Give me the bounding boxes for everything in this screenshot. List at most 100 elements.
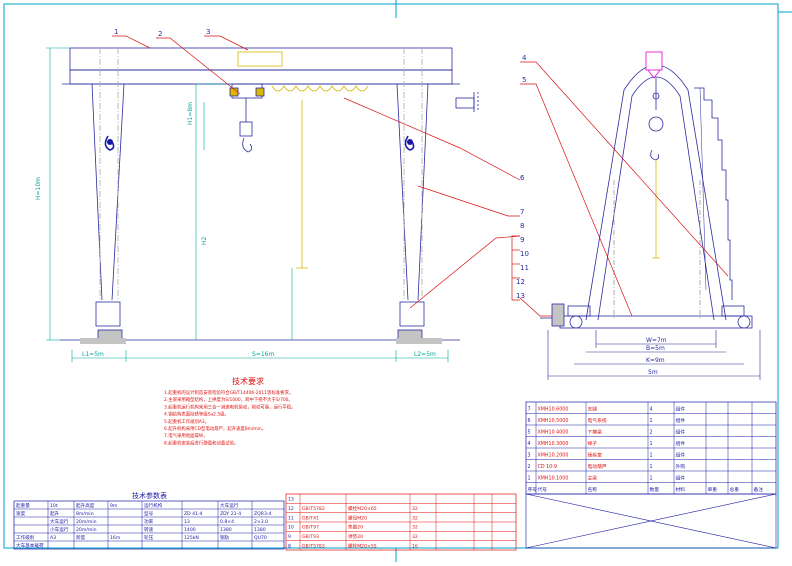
params-cell: 起重量	[16, 502, 30, 509]
bom-header-cell: 总重	[730, 486, 740, 493]
bom-cell: 1	[650, 441, 653, 447]
side-view	[540, 51, 753, 329]
params-cell: 起升高度	[76, 502, 95, 509]
tech-req-line: 3.起重机运行机构采用三合一减速电机驱动，制动可靠，运行平稳。	[164, 403, 296, 410]
bom-cell: XMH10.3000	[538, 441, 569, 447]
bom-cell: 1	[650, 475, 653, 481]
params-cell: 速度	[16, 510, 26, 517]
bom-cell: XMH10.6000	[538, 406, 569, 412]
parts-cell: 弹垫20	[348, 533, 363, 540]
bom-cell: CD 10-9	[538, 464, 557, 470]
tech-req-line: 1.起重机的设计制造安装检验符合GB/T14406-2011等标准要求。	[164, 389, 293, 396]
tech-req-line: 4.钢结构表面除锈等级Sa2.5级。	[164, 411, 229, 418]
dim-side-width: W=7m	[646, 337, 667, 344]
callout-1: 1	[114, 28, 118, 36]
bom-cell: 1	[528, 475, 531, 481]
parts-cell: GB/T5782	[302, 506, 325, 512]
params-grid	[14, 501, 284, 549]
bom-cell: XMH10.5000	[538, 418, 569, 424]
callout-9: 9	[520, 236, 524, 244]
parts-cell: 16	[412, 543, 418, 549]
params-cell: 转速	[144, 526, 154, 533]
bom-cell: 4	[528, 441, 531, 447]
parts-cell: 32	[412, 525, 418, 531]
parts-cell: GB/T93	[302, 534, 319, 540]
tech-req-line: 8.起重机安装后进行静载和动载试验。	[164, 439, 238, 446]
parts-cell: 12	[288, 506, 294, 512]
bom-cell: 1	[650, 464, 653, 470]
params-cell: 0.8×4	[220, 519, 234, 525]
callout-2: 2	[158, 30, 162, 38]
params-cell: 8m/min	[76, 511, 94, 517]
parts-cell: 32	[412, 534, 418, 540]
tech-req-line: 5.起重机工作级别A3。	[164, 418, 209, 425]
bom-cell: 6	[528, 418, 531, 424]
bom-header-cell: 材料	[676, 486, 686, 493]
parts-cell: 32	[412, 506, 418, 512]
tech-req-title: 技术要求	[232, 376, 264, 386]
bom-cell: 组件	[676, 417, 686, 424]
params-cell: 大车基本载荷	[16, 542, 44, 549]
bom-cell: 组件	[676, 474, 686, 481]
parts-cell: 螺母M20	[348, 514, 367, 521]
side-dimensions	[547, 330, 761, 380]
callout-13: 13	[516, 292, 525, 300]
bom-cell: 组件	[676, 451, 686, 458]
params-cell: 125kN	[184, 535, 199, 541]
bom-grid	[526, 402, 776, 494]
bom-cell: 电动葫芦	[588, 463, 607, 470]
params-cell: ZQR3-4	[254, 511, 272, 517]
dim-side-total: K=9m	[646, 357, 665, 364]
dim-girder: H1=8m	[187, 102, 194, 125]
params-cell: 功率	[144, 518, 154, 525]
bom-header-cell: 单重	[708, 486, 718, 493]
parts-cell: GB/T41	[302, 515, 319, 521]
title-block	[525, 493, 777, 549]
callout-12: 12	[516, 278, 525, 286]
params-cell: 13	[184, 519, 190, 525]
bom-cell: 2	[528, 464, 531, 470]
params-cell: 9m	[110, 503, 118, 509]
params-cell: 10t	[50, 503, 58, 509]
dim-right-overhang: L2=5m	[414, 351, 436, 358]
bom-header-cell: 名称	[588, 486, 598, 493]
leader-lines	[112, 35, 729, 317]
bom-cell: 支腿	[588, 405, 598, 412]
front-view	[60, 47, 479, 344]
bom-header-cell: 备注	[754, 486, 764, 493]
bom-cell: 2	[650, 429, 653, 435]
parts-grid	[286, 494, 516, 550]
parts-cell: 10	[288, 525, 294, 531]
parts-cell: 螺栓M20×55	[348, 542, 377, 549]
callout-7: 7	[520, 208, 524, 216]
bom-cell: 主梁	[588, 474, 598, 481]
parts-cell: 8	[288, 543, 291, 549]
bom-header-cell: 数量	[650, 486, 660, 493]
bom-header-cell: 代号	[538, 486, 548, 493]
bom-cell: 组件	[676, 440, 686, 447]
bom-cell: 下横梁	[588, 428, 603, 435]
dim-span: S=16m	[252, 351, 274, 358]
bom-cell: 4	[650, 406, 653, 412]
params-cell: 钢轨	[220, 534, 230, 541]
parts-cell: 13	[288, 497, 294, 503]
bom-cell: XMH10.1000	[538, 475, 569, 481]
parts-cell: GB/T97	[302, 525, 319, 531]
params-cell: 20m/min	[76, 527, 97, 533]
callout-numbers: 1 2 3 4 5 6 7 8 9 10 11 12 13	[114, 28, 529, 300]
callout-6: 6	[520, 174, 525, 182]
params-cell: 型号	[144, 510, 154, 517]
bom-cell: 1	[650, 452, 653, 458]
bom-cell: XMH10.2000	[538, 452, 569, 458]
params-cell: 1400	[184, 527, 196, 533]
params-cell: 1380	[220, 527, 232, 533]
tech-req-line: 6.起升机构采用CD型电动葫芦，起升速度8m/min。	[164, 425, 266, 432]
params-cell: 起升	[50, 510, 60, 517]
bom-cell: 操纵室	[588, 451, 603, 458]
params-cell: 跨度	[76, 534, 86, 541]
